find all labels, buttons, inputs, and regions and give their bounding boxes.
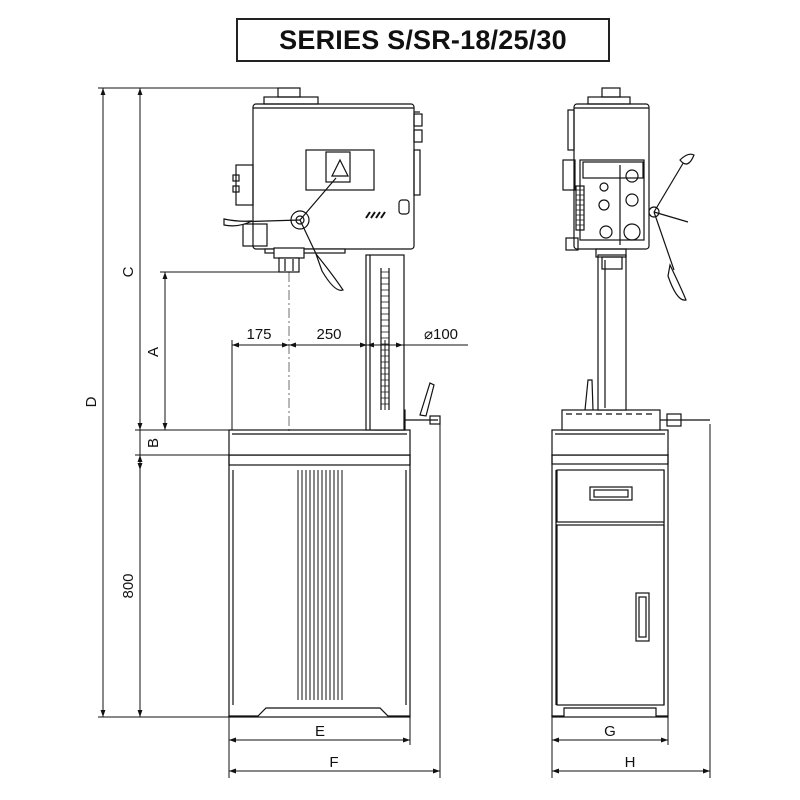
dim-label-g: G [604,723,616,740]
drawing-title: SERIES S/SR-18/25/30 [279,24,567,55]
dim-label-175: 175 [246,326,271,343]
dim-label-b: B [145,438,162,448]
dimension-lines [98,87,711,778]
front-spindle [273,247,305,273]
dim-label-f: F [329,754,338,771]
dim-label-250: 250 [316,326,341,343]
title-box: SERIES S/SR-18/25/30 [236,18,610,62]
front-stand-cabinet [228,454,411,718]
front-drill-head [232,87,423,254]
dim-label-c: C [120,266,137,277]
side-column [597,254,627,411]
side-stand-cabinet [551,454,669,718]
dim-label-800: 800 [120,573,137,598]
dim-label-d: D [83,396,100,407]
dim-label-h: H [625,754,636,771]
side-view [551,87,710,718]
side-base-table [551,379,710,456]
dim-label-e: E [315,723,325,740]
side-drill-head [562,87,650,270]
front-view [223,87,441,718]
front-stand-ribs [297,470,343,700]
dimension-labels: D C B A 800 175 250 ⌀100 E F G H [83,266,635,771]
side-feed-handle [648,153,695,301]
dim-label-a: A [145,347,162,357]
front-feed-handle [223,177,344,291]
front-base-table [228,382,441,456]
dim-label-diameter: ⌀100 [424,326,458,343]
